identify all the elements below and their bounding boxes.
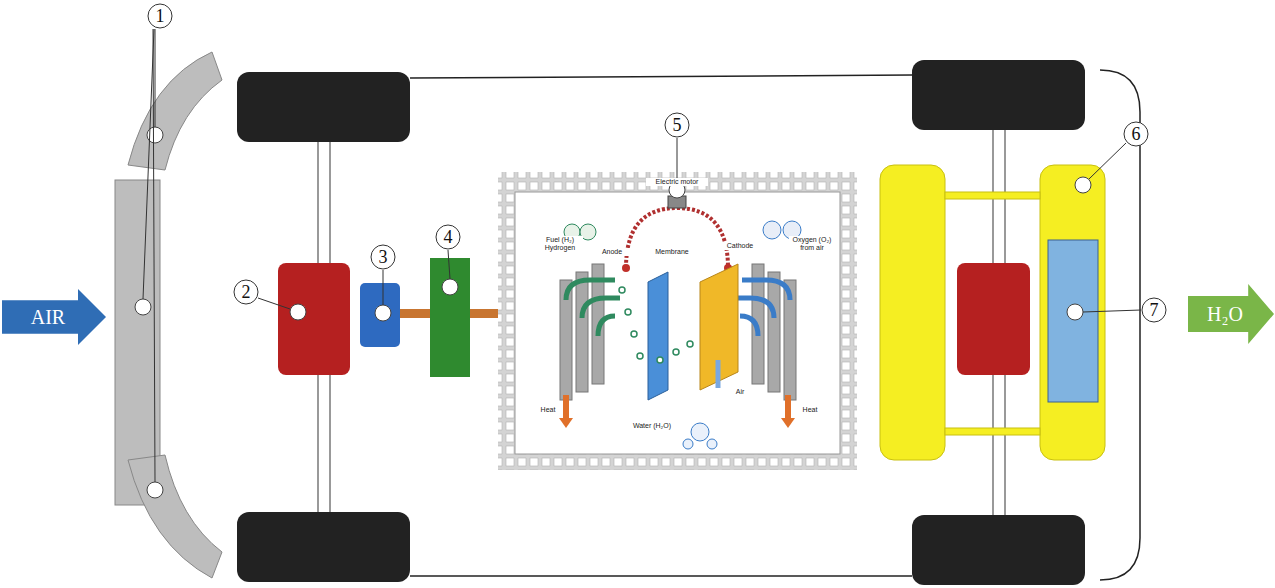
frame-pattern bbox=[498, 172, 857, 470]
component-3 bbox=[360, 283, 400, 347]
callout-number: 4 bbox=[444, 228, 453, 246]
flow-label: H₂O bbox=[1207, 304, 1243, 324]
component-2 bbox=[278, 263, 350, 375]
arrow-body bbox=[2, 289, 106, 345]
marker-dot bbox=[135, 127, 1091, 498]
schematic-label: Anode bbox=[594, 248, 630, 256]
callout-circle: 4 bbox=[435, 224, 461, 250]
air-intake bbox=[115, 52, 222, 578]
pipe bbox=[470, 309, 500, 318]
schematic-label: Air bbox=[729, 388, 751, 396]
schematic-label: Fuel (H₂) Hydrogen bbox=[537, 236, 583, 251]
rear-unit bbox=[880, 165, 1105, 460]
flow-arrow: AIR bbox=[2, 289, 106, 345]
callout-circle: 3 bbox=[370, 244, 396, 270]
callout-ring bbox=[1142, 298, 1166, 322]
callout-number: 3 bbox=[379, 248, 388, 266]
callout-number: 1 bbox=[156, 7, 165, 25]
callout-number: 5 bbox=[673, 116, 682, 134]
arrow-body bbox=[1188, 284, 1274, 344]
callout-circle: 1 bbox=[147, 3, 173, 29]
callout-number: 6 bbox=[1132, 125, 1141, 143]
callout-circle: 7 bbox=[1141, 297, 1167, 323]
callout-circle: 6 bbox=[1123, 121, 1149, 147]
leader-line bbox=[143, 29, 1141, 482]
schematic-label: Water (H₂O) bbox=[631, 422, 673, 430]
callout-circle: 2 bbox=[233, 279, 259, 305]
rear-motor bbox=[957, 263, 1030, 375]
component-7 bbox=[1048, 240, 1098, 402]
callout-number: 2 bbox=[242, 283, 251, 301]
callout-ring bbox=[436, 225, 460, 249]
callout-circle: 5 bbox=[664, 112, 690, 138]
pipe bbox=[400, 309, 430, 318]
callout-ring bbox=[148, 4, 172, 28]
wheel bbox=[237, 60, 1085, 585]
callout-number: 7 bbox=[1150, 301, 1159, 319]
schematic-label: Membrane bbox=[649, 248, 695, 256]
schematic-label: Heat bbox=[535, 406, 561, 414]
fuel-cell-schematic bbox=[559, 196, 801, 449]
fuel-cell-panel bbox=[515, 192, 840, 454]
flow-label: AIR bbox=[31, 307, 65, 327]
callout-ring bbox=[1124, 122, 1148, 146]
callout-ring bbox=[371, 245, 395, 269]
schematic-label: Electric motor bbox=[646, 178, 708, 186]
callout-ring bbox=[665, 113, 689, 137]
car-body bbox=[410, 70, 1140, 580]
flow-arrow: H₂O bbox=[1188, 284, 1274, 344]
axle bbox=[318, 130, 1005, 515]
fuel-cell-frame bbox=[498, 172, 857, 470]
schematic-label: Oxygen (O₂) from air bbox=[789, 236, 835, 251]
schematic-label: Cathode bbox=[720, 242, 760, 250]
callout-ring bbox=[234, 280, 258, 304]
schematic-label: Heat bbox=[797, 406, 823, 414]
